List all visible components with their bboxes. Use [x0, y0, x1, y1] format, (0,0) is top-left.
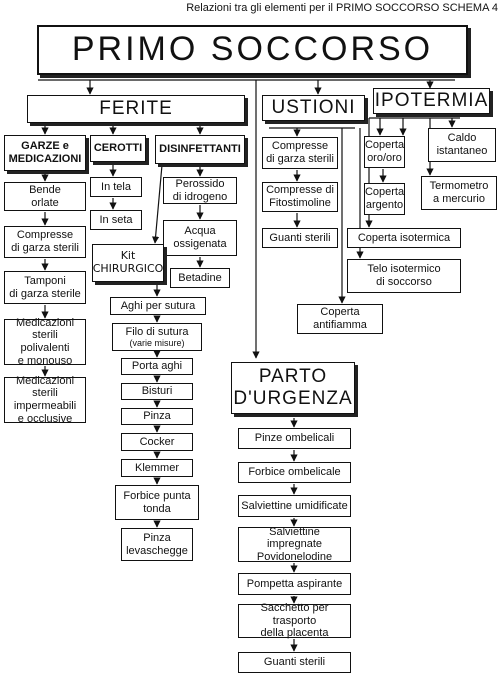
item-fitostimoline: Compresse di Fitostimoline [262, 182, 338, 212]
item-acqua-ossigenata: Acqua ossigenata [163, 220, 237, 256]
item-sacchetto-placenta: Sacchetto per trasporto della placenta [238, 602, 351, 639]
item-bisturi: Bisturi [121, 383, 193, 400]
item-cocker: Cocker [121, 433, 193, 451]
item-salviettine-umidificate: Salviettine umidificate [238, 495, 351, 517]
item-medicazioni-impermeabili: Medicazioni sterili impermeabili e occlu… [4, 375, 86, 425]
item-porta-aghi: Porta aghi [121, 358, 193, 375]
item-pinza-levaschegge: Pinza levaschegge [121, 528, 193, 561]
item-pinza: Pinza [121, 408, 193, 425]
section-parto: PARTO D'URGENZA [231, 362, 355, 414]
category-kit-chirurgico: Kit CHIRURGICO [92, 244, 164, 282]
item-telo-isotermico: Telo isotermico di soccorso [347, 259, 461, 293]
item-parto-guanti: Guanti sterili [238, 652, 351, 673]
item-salviettine-impregnate: Salviettine impregnate Povidonelodine [238, 526, 351, 563]
item-forbice-punta-tonda: Forbice punta tonda [115, 485, 199, 520]
item-filo-sutura: Filo di sutura (varie misure) [112, 323, 202, 351]
item-medicazioni-polivalenti: Medicazioni sterili polivalenti e monous… [4, 317, 86, 367]
item-ustioni-compresse: Compresse di garza sterili [262, 137, 338, 169]
section-ferite: FERITE [27, 95, 245, 123]
item-tamponi-garza: Tamponi di garza sterile [4, 271, 86, 304]
section-ustioni: USTIONI [262, 95, 365, 121]
category-disinfettanti: DISINFETTANTI [155, 135, 245, 164]
item-coperta-antifiamma: Coperta antifiamma [297, 304, 383, 334]
item-coperta-argento: Coperta argento [364, 183, 405, 215]
item-cerotti-tela: In tela [90, 177, 142, 197]
root-title: PRIMO SOCCORSO [37, 25, 468, 75]
item-forbice-ombelicale: Forbice ombelicale [238, 462, 351, 483]
item-cerotti-seta: In seta [90, 210, 142, 230]
item-coperta-oro: Coperta oro/oro [364, 136, 405, 168]
item-perossido-idrogeno: Perossido di idrogeno [163, 177, 237, 204]
category-garze-medicazioni: GARZE e MEDICAZIONI [4, 135, 86, 171]
item-termometro-mercurio: Termometro a mercurio [421, 176, 497, 210]
item-betadine: Betadine [170, 268, 230, 288]
section-ipotermia: IPOTERMIA [373, 88, 490, 114]
item-pompetta-aspirante: Pompetta aspirante [238, 573, 351, 595]
item-compresse-garza: Compresse di garza sterili [4, 226, 86, 258]
item-bende-orlate: Bende orlate [4, 182, 86, 211]
schema-caption: Relazioni tra gli elementi per il PRIMO … [186, 2, 498, 14]
item-klemmer: Klemmer [121, 459, 193, 477]
item-pinze-ombelicali: Pinze ombelicali [238, 428, 351, 449]
item-ustioni-guanti: Guanti sterili [262, 228, 338, 248]
category-cerotti: CEROTTI [90, 135, 146, 162]
item-coperta-isotermica: Coperta isotermica [347, 228, 461, 248]
item-caldo-istantaneo: Caldo istantaneo [428, 128, 496, 162]
item-aghi-sutura: Aghi per sutura [110, 297, 206, 315]
